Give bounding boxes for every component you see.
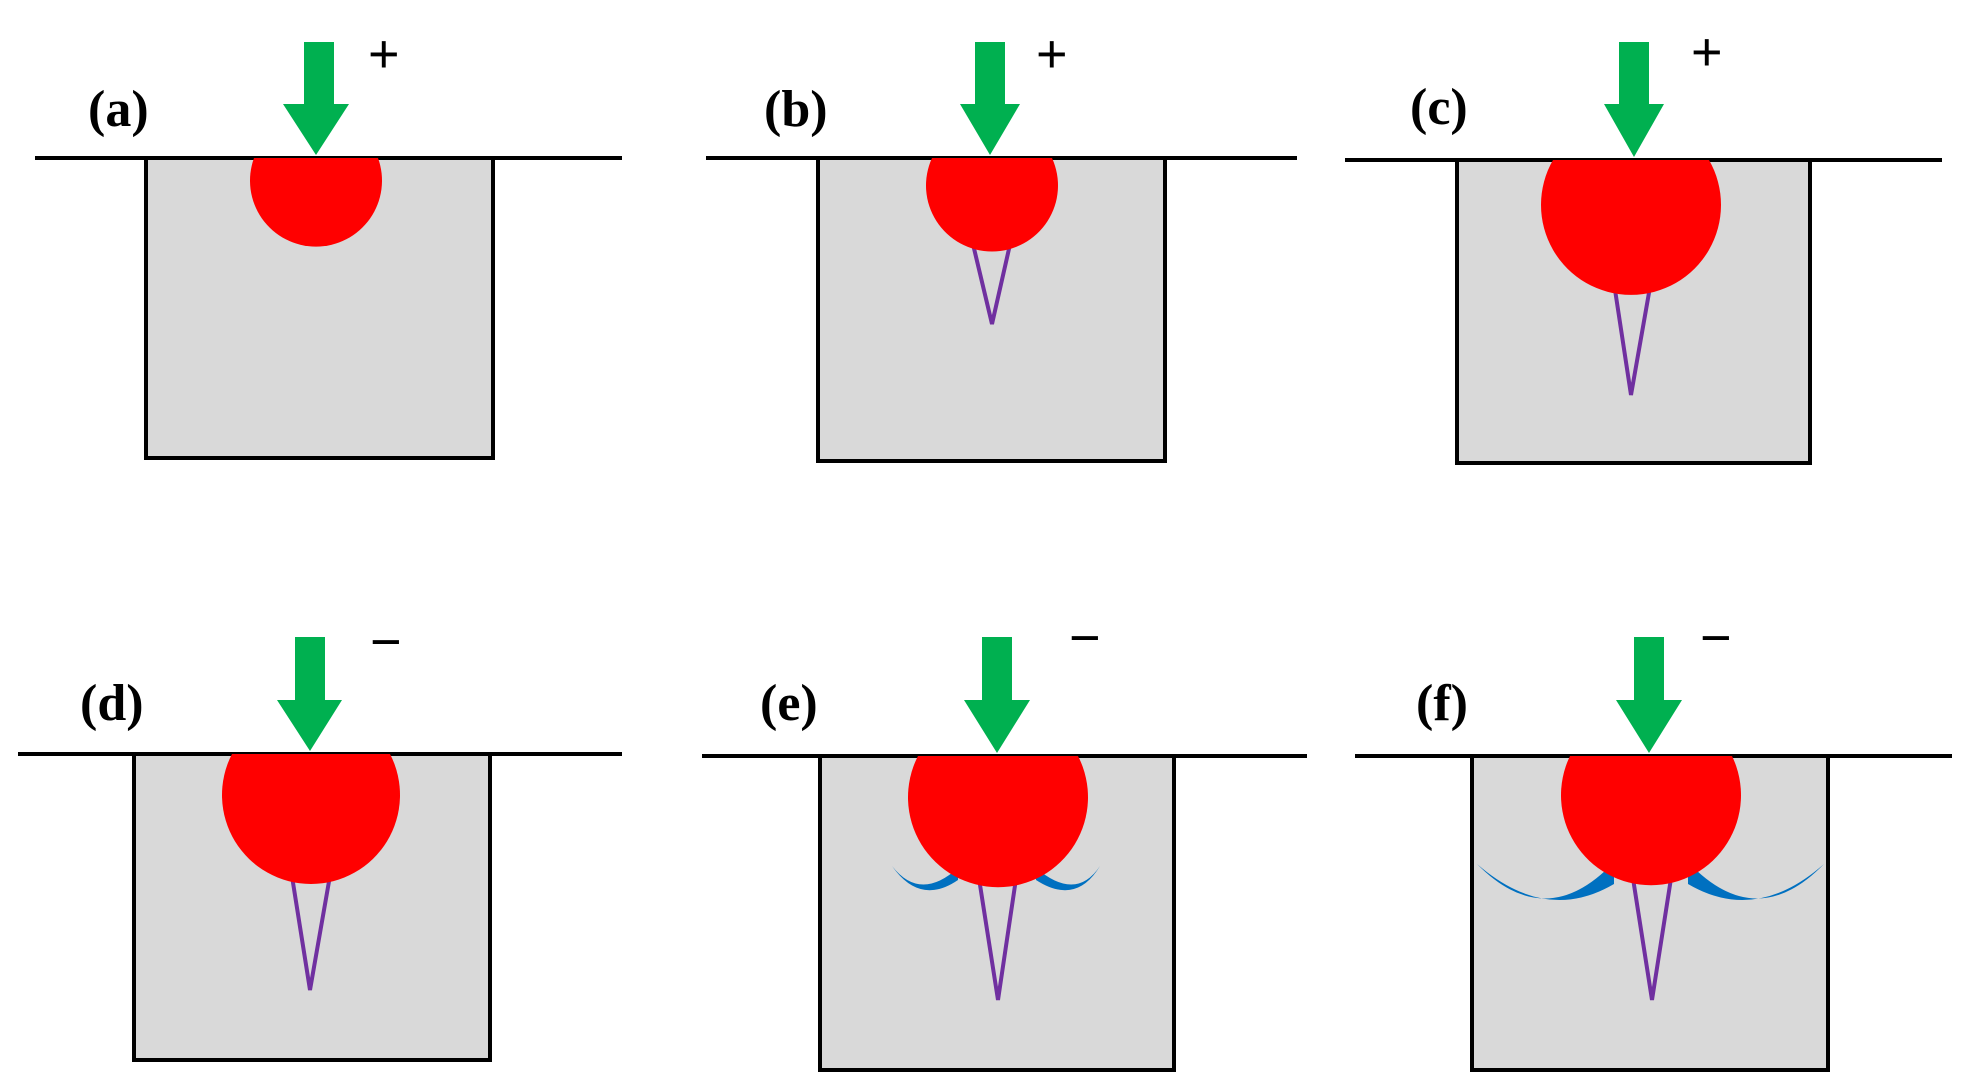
panel-b: (b) + [706, 24, 1297, 463]
panel-a: (a) + [35, 24, 622, 460]
panel-c: (c) + [1345, 22, 1942, 465]
panel-label: (e) [760, 675, 818, 732]
lateral-crack-left [892, 866, 958, 891]
indenter-particle [925, 158, 1058, 252]
load-sign: − [370, 612, 402, 672]
load-sign: − [1069, 608, 1101, 668]
specimen-block [1455, 158, 1812, 465]
indenter-particle [1540, 160, 1721, 295]
cone-crack [289, 869, 333, 991]
load-arrow [1616, 637, 1682, 753]
panel-label: (d) [80, 675, 144, 732]
load-arrow [277, 637, 342, 751]
indenter-particle [222, 754, 400, 884]
lateral-crack-right [1036, 866, 1100, 891]
load-sign: + [1036, 24, 1068, 84]
indenter-particle [908, 756, 1088, 888]
load-sign: + [368, 24, 400, 84]
cone-crack [1610, 269, 1655, 396]
lateral-crack-left [1477, 862, 1614, 900]
load-arrow [964, 637, 1030, 753]
load-sign: − [1700, 608, 1732, 668]
lateral-crack-right [1688, 862, 1824, 900]
panel-label: (c) [1410, 79, 1468, 136]
panel-f: (f) − [1355, 608, 1952, 1072]
cone-crack [970, 239, 1013, 325]
load-arrow [283, 42, 349, 155]
indenter-particle [1560, 756, 1741, 886]
indenter-particle [250, 158, 382, 247]
panel-e: (e) − [702, 608, 1307, 1072]
cone-crack [1630, 871, 1674, 1001]
panel-d: (d) − [18, 612, 622, 1062]
load-sign: + [1691, 22, 1723, 82]
load-arrow [960, 42, 1020, 155]
cone-crack [976, 871, 1019, 1001]
panel-label: (f) [1416, 675, 1468, 732]
load-arrow [1604, 42, 1664, 157]
panel-label: (a) [88, 81, 149, 138]
panel-label: (b) [764, 81, 828, 138]
